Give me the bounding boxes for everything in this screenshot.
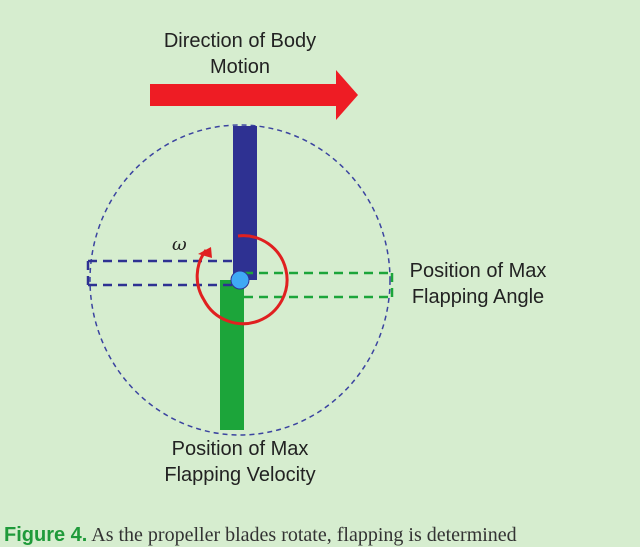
rotor-disc-outline (89, 124, 391, 436)
label-motion-line1: Direction of Body (163, 30, 317, 52)
rotation-arrowhead-icon (198, 247, 212, 258)
label-motion-line2: Motion (209, 56, 271, 78)
green-dashed-position (244, 271, 394, 299)
label-max-flapping-angle: Position of Max Flapping Angle (398, 258, 558, 310)
label-angle-line2: Flapping Angle (411, 286, 545, 308)
label-omega: ω (172, 234, 187, 255)
figure-caption: Figure 4. As the propeller blades rotate… (4, 524, 640, 547)
label-velocity-line1: Position of Max (171, 438, 309, 460)
label-max-flapping-velocity: Position of Max Flapping Velocity (140, 436, 340, 488)
blade-green (220, 280, 244, 430)
label-velocity-line2: Flapping Velocity (164, 464, 316, 486)
label-angle-line1: Position of Max (409, 260, 547, 282)
rotation-arrow (195, 234, 289, 326)
caption-text: As the propeller blades rotate, flapping… (91, 524, 517, 546)
rotor-hub (230, 270, 250, 290)
caption-figure-label: Figure 4. (4, 524, 88, 546)
blue-dashed-position (86, 259, 238, 287)
motion-arrow (150, 70, 358, 120)
blade-blue (233, 126, 257, 280)
label-direction-of-motion: Direction of Body Motion (130, 28, 350, 80)
